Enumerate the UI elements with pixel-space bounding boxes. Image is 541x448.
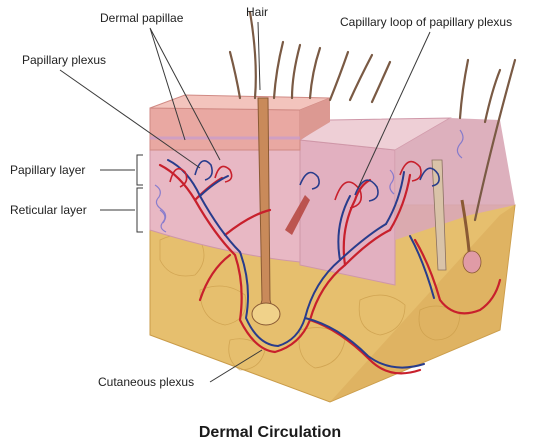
- label-cutaneous-plexus: Cutaneous plexus: [98, 375, 194, 389]
- hair-bulb: [252, 303, 280, 325]
- label-reticular-layer: Reticular layer: [10, 203, 87, 217]
- bracket-papillary-layer: [137, 155, 143, 185]
- label-papillary-layer: Papillary layer: [10, 163, 85, 177]
- bracket-reticular-layer: [137, 188, 143, 232]
- diagram-title: Dermal Circulation: [199, 424, 341, 441]
- leader-hair: [258, 22, 260, 90]
- label-papillary-plexus: Papillary plexus: [22, 53, 106, 67]
- hair-bulb-right: [463, 251, 481, 273]
- label-dermal-papillae: Dermal papillae: [100, 11, 184, 25]
- epidermis-front: [150, 108, 300, 150]
- skin-block-illustration: [150, 12, 515, 402]
- label-hair: Hair: [246, 5, 268, 19]
- label-capillary-loop: Capillary loop of papillary plexus: [340, 15, 512, 29]
